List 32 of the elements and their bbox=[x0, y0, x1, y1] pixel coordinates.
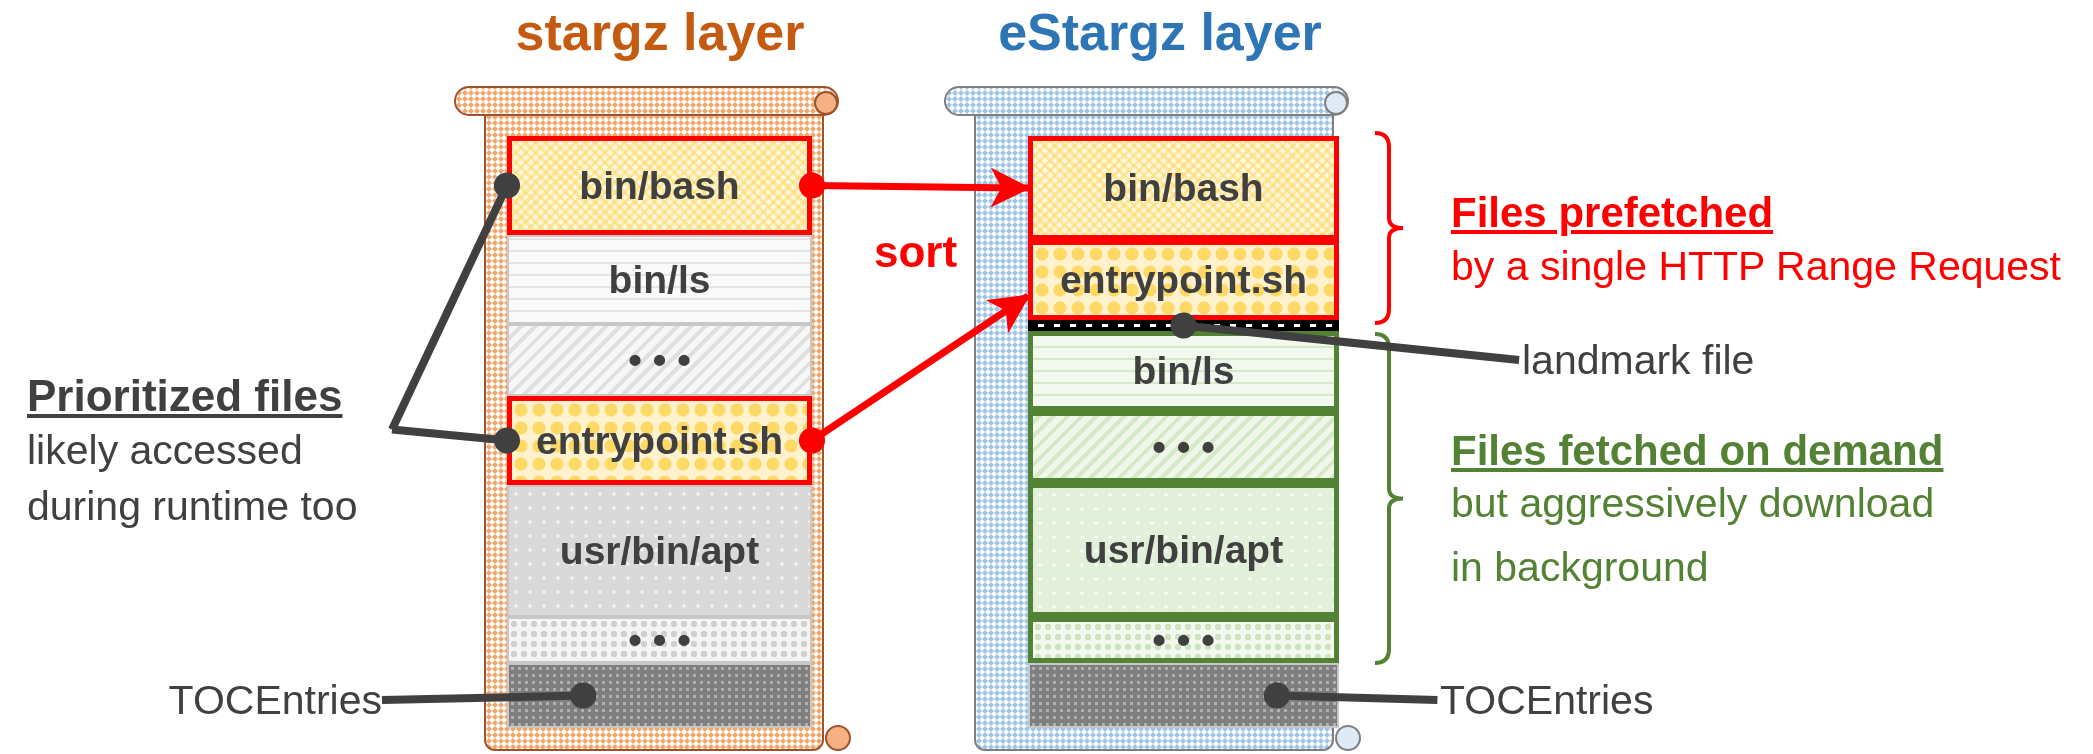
layer-title: eStargz layer bbox=[997, 2, 1323, 63]
callout-heading: Prioritized files bbox=[27, 370, 343, 422]
annotation-text: Files fetched on demand bbox=[1451, 426, 1944, 476]
leader-line bbox=[381, 682, 597, 709]
toc-block bbox=[1028, 663, 1339, 728]
annotation-text: Files prefetched bbox=[1451, 188, 1774, 238]
callout-text: TOCEntries bbox=[110, 675, 382, 725]
toc-block bbox=[507, 663, 812, 728]
file-block: usr/bin/apt bbox=[507, 485, 812, 617]
file-block: usr/bin/apt bbox=[1028, 483, 1339, 617]
file-block: • • • bbox=[1028, 411, 1339, 483]
callout-text: landmark file bbox=[1522, 335, 1812, 385]
file-block: entrypoint.sh bbox=[507, 396, 812, 485]
file-block: bin/ls bbox=[1028, 331, 1339, 411]
callout-text: TOCEntries bbox=[1440, 675, 1700, 725]
layer-title: stargz layer bbox=[514, 2, 806, 63]
landmark-bar bbox=[1028, 320, 1339, 331]
file-block: entrypoint.sh bbox=[1028, 240, 1339, 320]
annotation-text: sort bbox=[874, 226, 958, 278]
file-block: bin/bash bbox=[507, 136, 812, 235]
file-block: bin/bash bbox=[1028, 136, 1339, 240]
file-block: • • • bbox=[507, 324, 812, 396]
file-block: • • • bbox=[1028, 617, 1339, 663]
file-block: bin/ls bbox=[507, 235, 812, 324]
leader-line bbox=[391, 425, 521, 454]
arrow bbox=[798, 293, 1031, 454]
file-block: • • • bbox=[507, 617, 812, 663]
arrow bbox=[798, 167, 1031, 208]
annotation-text: but aggressively download in background bbox=[1451, 479, 1936, 592]
callout-text: likely accessed during runtime too bbox=[27, 426, 359, 531]
leader-line bbox=[388, 172, 521, 432]
annotation-text: by a single HTTP Range Request bbox=[1451, 242, 2061, 291]
